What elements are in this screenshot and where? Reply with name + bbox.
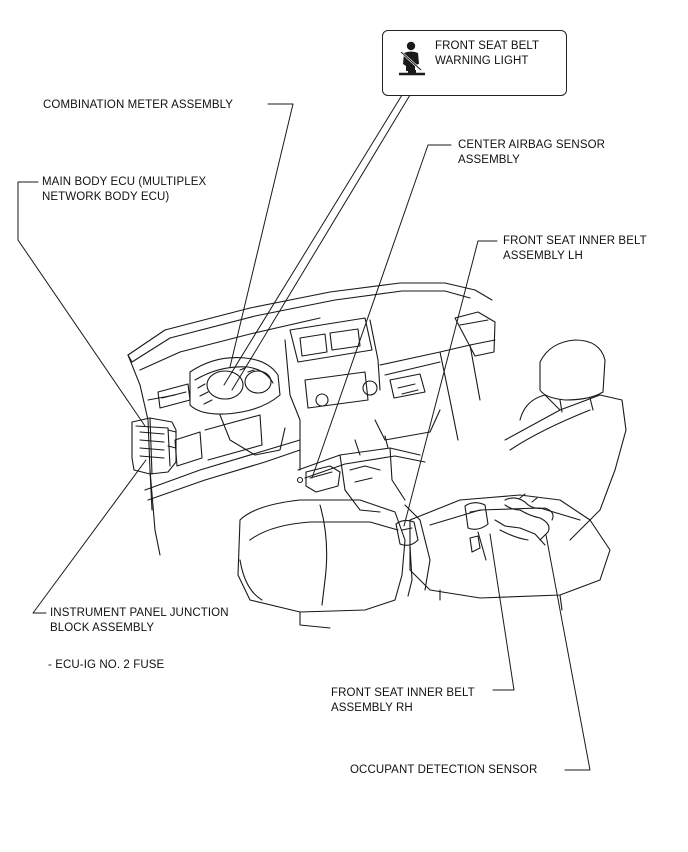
seat-belt-icon	[399, 41, 425, 76]
combination-meter-label: COMBINATION METER ASSEMBLY	[43, 99, 234, 111]
junction-block-label: INSTRUMENT PANEL JUNCTION BLOCK ASSEMBLY	[50, 607, 229, 634]
junction-block-drawing	[131, 417, 177, 475]
dashboard-drawing	[127, 282, 496, 556]
warning-light-callout: FRONT SEAT BELT WARNING LIGHT	[382, 30, 567, 96]
inner-belt-rh-drawing	[464, 502, 489, 561]
inner-belt-rh-label: FRONT SEAT INNER BELT ASSEMBLY RH	[331, 687, 475, 714]
main-body-ecu-label: MAIN BODY ECU (MULTIPLEX NETWORK BODY EC…	[42, 176, 207, 203]
fuse-label: - ECU-IG NO. 2 FUSE	[48, 659, 165, 671]
airbag-sensor-drawing	[296, 465, 341, 493]
warning-light-label: FRONT SEAT BELT WARNING LIGHT	[435, 40, 540, 67]
front-seats-drawing	[237, 339, 627, 629]
occupant-sensor-drawing	[494, 493, 554, 546]
inner-belt-lh-label: FRONT SEAT INNER BELT ASSEMBLY LH	[503, 235, 647, 262]
inner-belt-lh-drawing	[395, 519, 419, 597]
occupant-sensor-label: OCCUPANT DETECTION SENSOR	[350, 764, 538, 776]
leader-lines	[17, 94, 591, 771]
center-airbag-label: CENTER AIRBAG SENSOR ASSEMBLY	[458, 139, 606, 166]
